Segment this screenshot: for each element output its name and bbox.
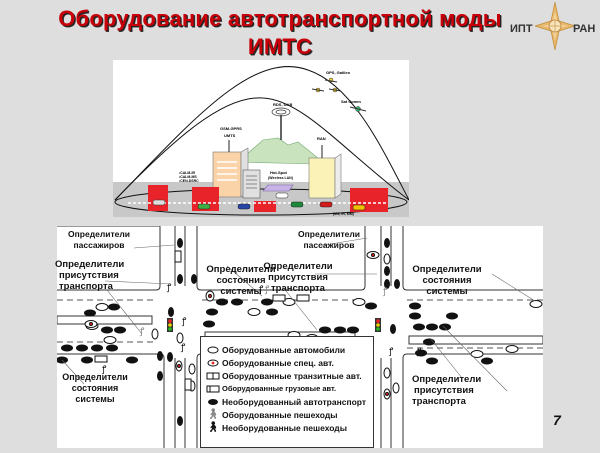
city-block — [402, 353, 543, 448]
car — [237, 203, 251, 210]
page-number: 7 — [553, 412, 561, 428]
traffic-light-icon — [375, 318, 381, 332]
label-calm-ir: •CALM-IR — [179, 171, 195, 175]
legend-item: Оборудованные грузовые авт. — [204, 382, 373, 395]
unequipped-vehicle-icon — [204, 398, 222, 406]
logo: ИПТ РАН — [505, 2, 600, 50]
legend-item: Оборудованные спец. авт. — [204, 356, 373, 369]
legend: Оборудованные автомобили Оборудованные с… — [200, 336, 374, 448]
label-presence-left: Определители присутствия транспорта — [55, 259, 125, 292]
car — [152, 199, 166, 206]
label-cen-dsrc: •CEN-DSRC — [179, 179, 199, 183]
equipped-special-vehicle-icon — [84, 251, 391, 400]
svg-text:ꝭ: ꝭ — [416, 346, 422, 357]
label-hotspot: Hot-Spot — [270, 170, 288, 175]
red-zone — [254, 201, 276, 212]
legend-item: 🚶︎ Оборудованные пешеходы — [204, 408, 373, 421]
label-presence-bottom-right: Определители присутствия транспорта — [412, 374, 482, 407]
hill — [237, 137, 319, 165]
car — [197, 203, 211, 210]
building-ran — [308, 157, 336, 199]
legend-item: 🚶︎ Необорудованные пешеходы — [204, 421, 373, 434]
coverage-arc-inner — [114, 97, 410, 201]
equipped-transit-vehicle-icon — [204, 372, 222, 380]
svg-text:ꝭ: ꝭ — [180, 342, 186, 353]
communication-coverage-diagram: GPS, Galileo Sat Comm RDS, DAB GSM-GPRS … — [113, 60, 410, 217]
legend-item: Оборудованные транзитные авт. — [204, 369, 373, 382]
svg-text:ꝭ: ꝭ — [258, 284, 264, 295]
label-state-mid: Определители состояния системы — [206, 264, 276, 297]
hotspot-canopy — [262, 184, 294, 192]
label-gsm: GSM-GPRS — [220, 126, 242, 131]
coverage-ellipse — [114, 188, 408, 216]
label-calm-ms: •CALM-MS — [179, 175, 197, 179]
label-state-right: Определители состояния системы — [412, 264, 482, 297]
label-wlan: (Wireless LAN) — [268, 176, 293, 180]
label-ms: (MS, IR, MM) — [333, 212, 354, 216]
label-state-bottom-left: Определители состояния системы — [62, 372, 128, 404]
label-passengers-right: Определители пассажиров — [298, 229, 360, 250]
label-rds: RDS, DAB — [273, 102, 292, 107]
label-presence-mid: Определители присутствия транспорта — [263, 261, 333, 294]
car — [290, 201, 304, 208]
svg-text:ꝭ: ꝭ — [181, 316, 187, 327]
label-ran: RAN — [317, 136, 326, 141]
logo-left-text: ИПТ — [510, 23, 533, 35]
equipped-pedestrian-icon: 🚶︎ — [206, 409, 220, 420]
svg-text:ꝭ: ꝭ — [264, 284, 270, 295]
compass-star-icon — [535, 2, 575, 50]
legend-item: Необорудованный автотранспорт — [204, 395, 373, 408]
label-satcomm: Sat Comm — [341, 99, 361, 104]
label-gps: GPS, Galileo — [326, 70, 351, 75]
legend-item: Оборудованные автомобили — [204, 343, 373, 356]
traffic-light-icon — [167, 318, 173, 332]
coverage-arc-outer — [114, 66, 410, 201]
svg-text:ꝭ: ꝭ — [139, 326, 145, 337]
median — [56, 315, 153, 325]
car — [352, 204, 366, 211]
car — [275, 192, 289, 199]
svg-text:ꝭ: ꝭ — [166, 282, 172, 293]
label-umts: UMTS — [224, 133, 236, 138]
svg-text:ꝭ: ꝭ — [382, 286, 388, 297]
car — [319, 201, 333, 208]
label-passengers-left: Определители пассажиров — [68, 229, 130, 250]
equipped-truck-icon — [204, 385, 222, 393]
city-block — [57, 225, 161, 291]
equipped-special-vehicle-icon — [204, 359, 222, 367]
svg-text:ꝭ: ꝭ — [388, 346, 394, 357]
slide-title-line2: ИМТС — [247, 34, 313, 59]
logo-right-text: РАН — [573, 23, 596, 35]
equipped-car-icon — [204, 346, 222, 354]
city-block — [402, 226, 543, 291]
slide-title-line1: Оборудование автотранспортной моды — [58, 6, 502, 31]
svg-text:ꝭ: ꝭ — [101, 364, 107, 375]
city-block — [196, 226, 366, 291]
red-zone — [148, 185, 168, 211]
unequipped-pedestrian-icon: 🚶︎ — [206, 422, 220, 433]
